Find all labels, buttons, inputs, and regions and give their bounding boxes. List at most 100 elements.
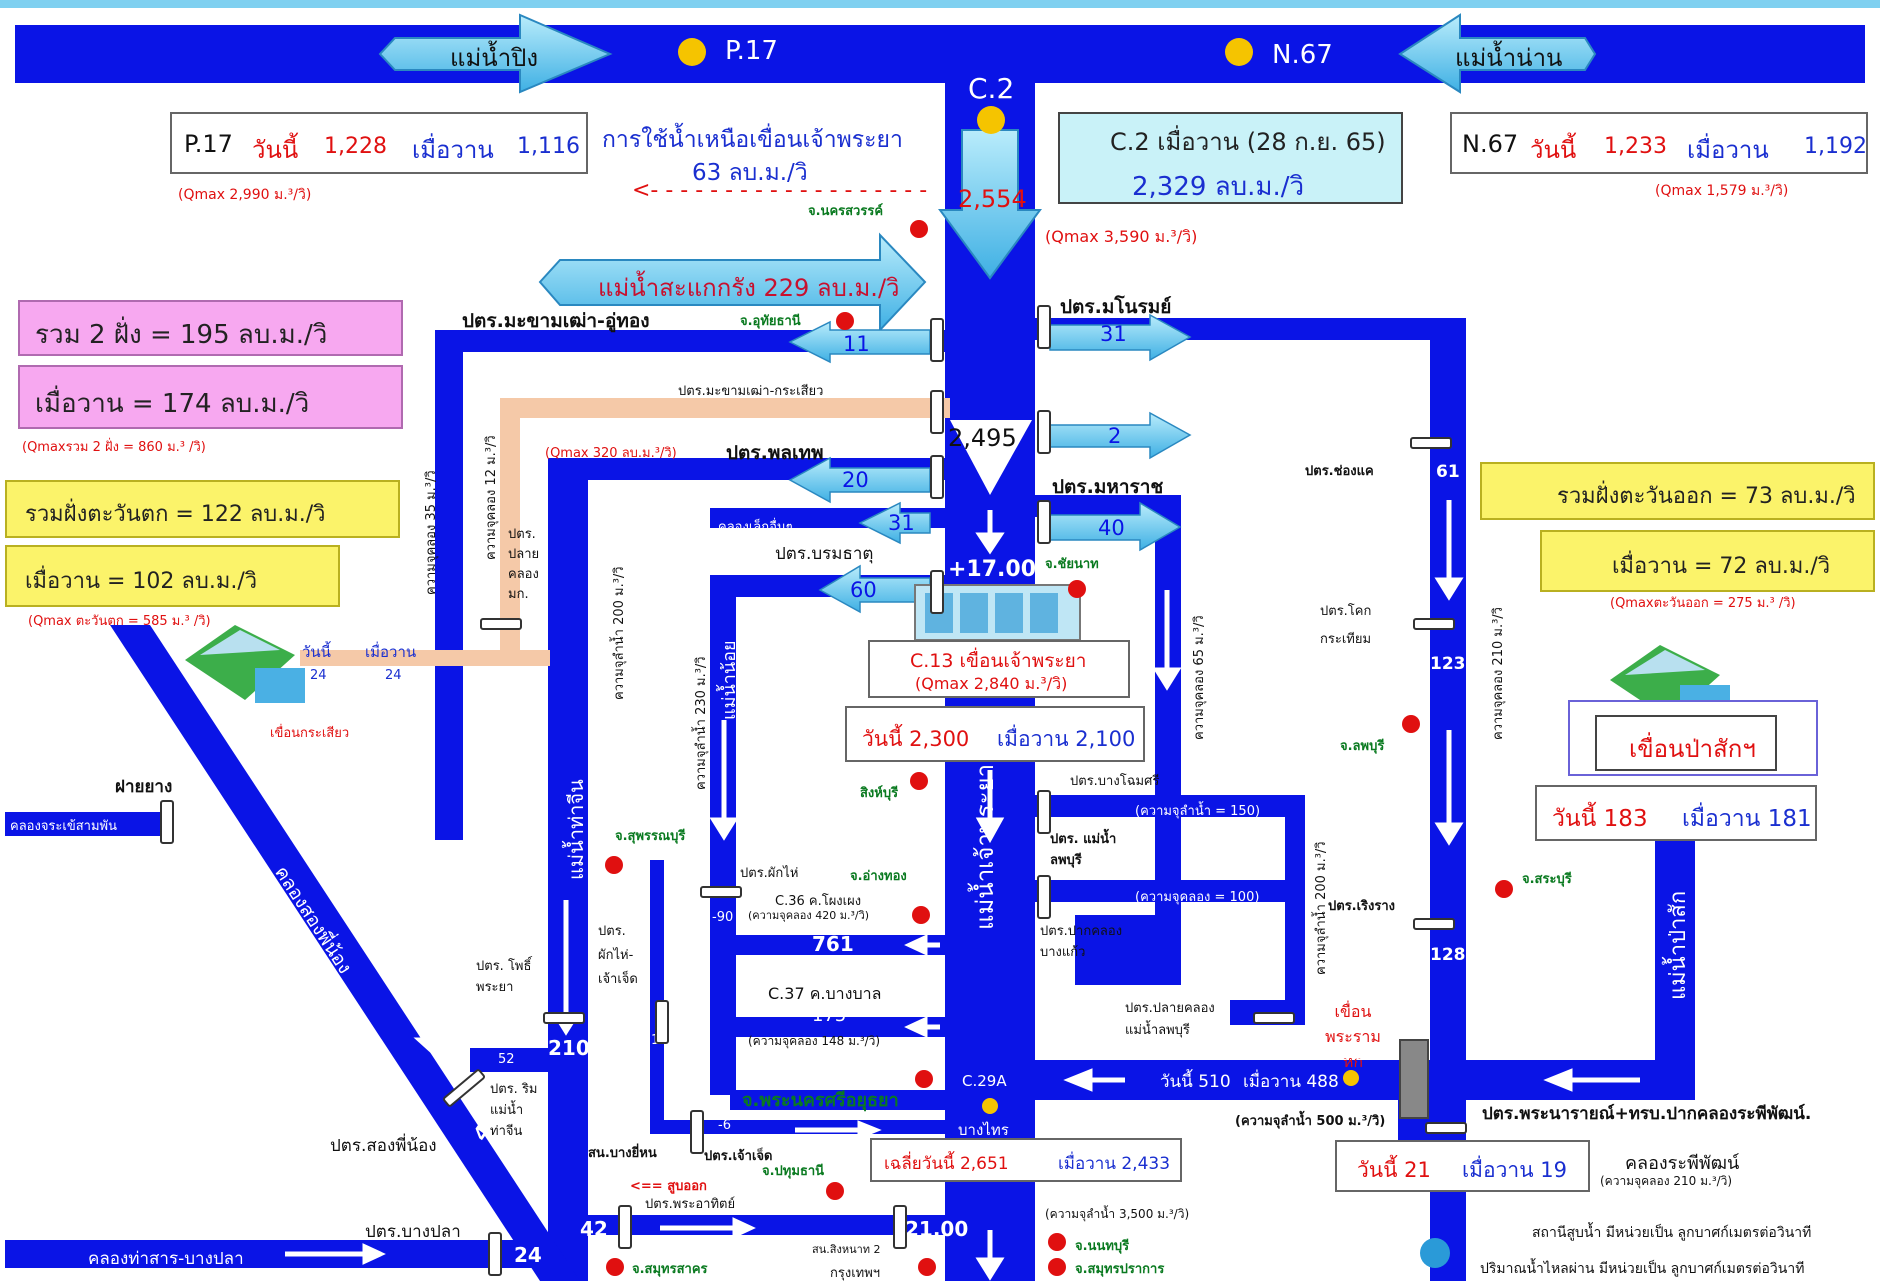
reg-phra-athit: ปตร.พระอาทิตย์ [645,1197,736,1212]
flow-761: 761 [812,932,854,956]
upstream-use-line2: 63 ลบ.ม./วิ [692,160,808,186]
prov-pathum: จ.ปทุมธานี [762,1164,825,1179]
canal-c37-cap: (ความจุคลอง 148 ม.³/วิ) [748,1034,881,1048]
west-total-box-2: เมื่อวาน = 174 ลบ.ม./วิ [18,365,403,429]
reg-chao-chet: ปตร.เจ้าเจ็ด [704,1149,773,1164]
east-bank-box-2: เมื่อวาน = 72 ลบ.ม./วิ [1540,530,1875,592]
gate-khok-krathiam [1413,618,1455,630]
p17-box-label: P.17 [184,130,233,158]
canal-jorake [5,812,165,836]
canal-c36: C.36 ค.โผงเผง [775,894,862,909]
nakhon-sawan-dot [910,220,928,238]
n67-station-label: N.67 [1272,40,1333,70]
west-total-line2: เมื่อวาน = 174 ลบ.ม./วิ [35,389,310,419]
prov-lopburi: จ.ลพบุรี [1340,739,1385,754]
west-total-box-1: รวม 2 ฝั่ง = 195 ลบ.ม./วิ [18,300,403,356]
flow-21-00: 21.00 [905,1217,969,1241]
arrow-c2-down [938,129,1042,280]
p17-station-dot [678,38,706,66]
west-total-qmax: (Qmaxรวม 2 ฝั่ง = 860 ม.³ /วิ) [22,440,206,455]
reg-lopburi-river: ปตร. แม่น้ำลพบุรี [1050,832,1117,868]
prov-samut-sakhon: จ.สมุทรสาคร [632,1262,708,1277]
legend-pump-icon [1420,1238,1450,1268]
c29a-label: C.29A [962,1072,1007,1090]
flow-2: 2 [1108,424,1122,448]
canal-c36 [730,935,950,955]
prov-angthong-dot [912,906,930,924]
gate-bang-pla [488,1232,502,1276]
n67-box: N.67 วันนี้ 1,233 เมื่อวาน 1,192 [1450,112,1868,174]
flow-minus-90: -90 [712,910,734,925]
n67-station-dot [1225,38,1253,66]
prov-singburi: สิงห์บุรี [860,786,899,801]
pasak-dam-flow-box: วันนี้ 183 เมื่อวาน 181 [1535,785,1817,841]
legend-pump: สถานีสูบน้ำ มีหน่วยเป็น ลูกบาศก์เมตรต่อว… [1532,1225,1812,1241]
river-chaophraya-label: แม่น้ำเจ้าพระยา [971,763,999,930]
gate-phra-narai [1425,1122,1467,1134]
gate-bang-sue [893,1205,907,1249]
west-bank-line2: เมื่อวาน = 102 ลบ.ม./วิ [25,569,258,594]
c2-qmax: (Qmax 3,590 ม.³/วิ) [1045,227,1198,246]
n67-qmax: (Qmax 1,579 ม.³/วิ) [1655,183,1789,199]
canal-raphiphat-cap: (ความจุคลอง 210 ม.³/วิ) [1600,1174,1733,1188]
canal-tha-san-label: คลองท่าสาร-บางปลา [88,1249,244,1269]
river-pasak [1655,840,1695,1080]
cap-210: ความจุคลอง 210 ม.³/วิ [1491,607,1506,740]
river-maharaj-vertical [1155,495,1181,985]
gate-phonlathep [930,455,944,499]
p17-today-value: 1,228 [324,134,387,159]
krasiao-dam-name: เขื่อนกระเสียว [270,726,350,741]
canal-phak-hai [650,860,664,1130]
reg-bang-pla: ปตร.บางปลา [365,1222,461,1242]
n67-yest-value: 1,192 [1804,134,1867,159]
flow-31-manorom: 31 [1100,322,1127,346]
cap-100: (ความจุคลอง = 100) [1135,890,1260,905]
flow-61: 61 [1436,462,1460,482]
gate-fai-yang [160,800,174,844]
reg-phak-hai: ปตร.ผักไห่ [740,866,799,881]
river-bang-kaeo [1075,915,1155,985]
canal-c36-cap: (ความจุคลอง 420 ม.³/วิ) [748,909,870,922]
river-lopburi-vertical [1285,795,1305,1025]
gate-rerngrang [1413,918,1455,930]
legend-flow: ปริมาณน้ำไหลผ่าน มีหน่วยเป็น ลูกบาศก์เมต… [1480,1261,1805,1277]
c2-station-label: C.2 [968,72,1015,105]
s26-yest: เมื่อวาน 488 [1243,1072,1339,1092]
cap-500: (ความจุลำน้ำ 500 ม.³/วิ) [1235,1114,1386,1129]
prov-chainat: จ.ชัยนาท [1045,557,1099,572]
east-bank-box-1: รวมฝั่งตะวันออก = 73 ลบ.ม./วิ [1480,462,1875,520]
gate-phak-hai [700,886,742,898]
dam-yest: เมื่อวาน 2,100 [997,727,1136,751]
s26-today: วันนี้ 510 [1160,1072,1231,1092]
cap-150: (ความจุลำน้ำ = 150) [1135,804,1261,819]
prov-saraburi-dot [1495,880,1513,898]
reg-plai-khlong: ปตร.ปลายคลอง แม่น้ำลพบุรี [1125,1001,1215,1038]
gate-plai-khlong-makham [480,618,522,630]
cap-200b: ความจุลำน้ำ 200 ม.³/วิ [1314,841,1329,975]
gate-chao-chet [690,1110,704,1154]
river-noi-label: แม่น้ำน้อย [719,640,740,720]
krasiao-dam-icon [185,625,305,703]
flow-128: 128 [1430,945,1466,965]
p17-yest-label: เมื่อวาน [412,136,494,164]
c29a-box: เฉลี่ยวันนี้ 2,651 เมื่อวาน 2,433 [870,1138,1182,1182]
reg-phonlathep: ปตร.พลเทพ [726,442,824,464]
reg-maharaj: ปตร.มหาราช [1052,476,1164,498]
canal-c37 [730,1017,950,1037]
prov-lopburi-dot [1402,715,1420,733]
prov-nonthaburi: จ.นนทบุรี [1075,1239,1130,1254]
prov-chainat-dot [1068,580,1086,598]
west-total-line1: รวม 2 ฝั่ง = 195 ลบ.ม./วิ [35,320,328,350]
arrow-f40 [1049,501,1182,552]
header-strip [0,0,1880,8]
c2-box-line1: C.2 เมื่อวาน (28 ก.ย. 65) [1110,128,1386,156]
white-arrows [285,500,1640,1281]
canal-tha-san [5,1240,550,1268]
krasiao-today-label: วันนี้ [302,643,331,661]
canal-krasiao [300,650,550,666]
river-lopburi-1 [1035,795,1305,817]
reg-plai-khlong-makham: ปตร. ปลาย คลอง มก. [508,527,540,602]
prov-suphan: จ.สุพรรณบุรี [615,829,686,844]
dam-qmax: (Qmax 2,840 ม.³/วิ) [915,674,1068,693]
prov-nonthaburi-dot [1048,1233,1066,1251]
